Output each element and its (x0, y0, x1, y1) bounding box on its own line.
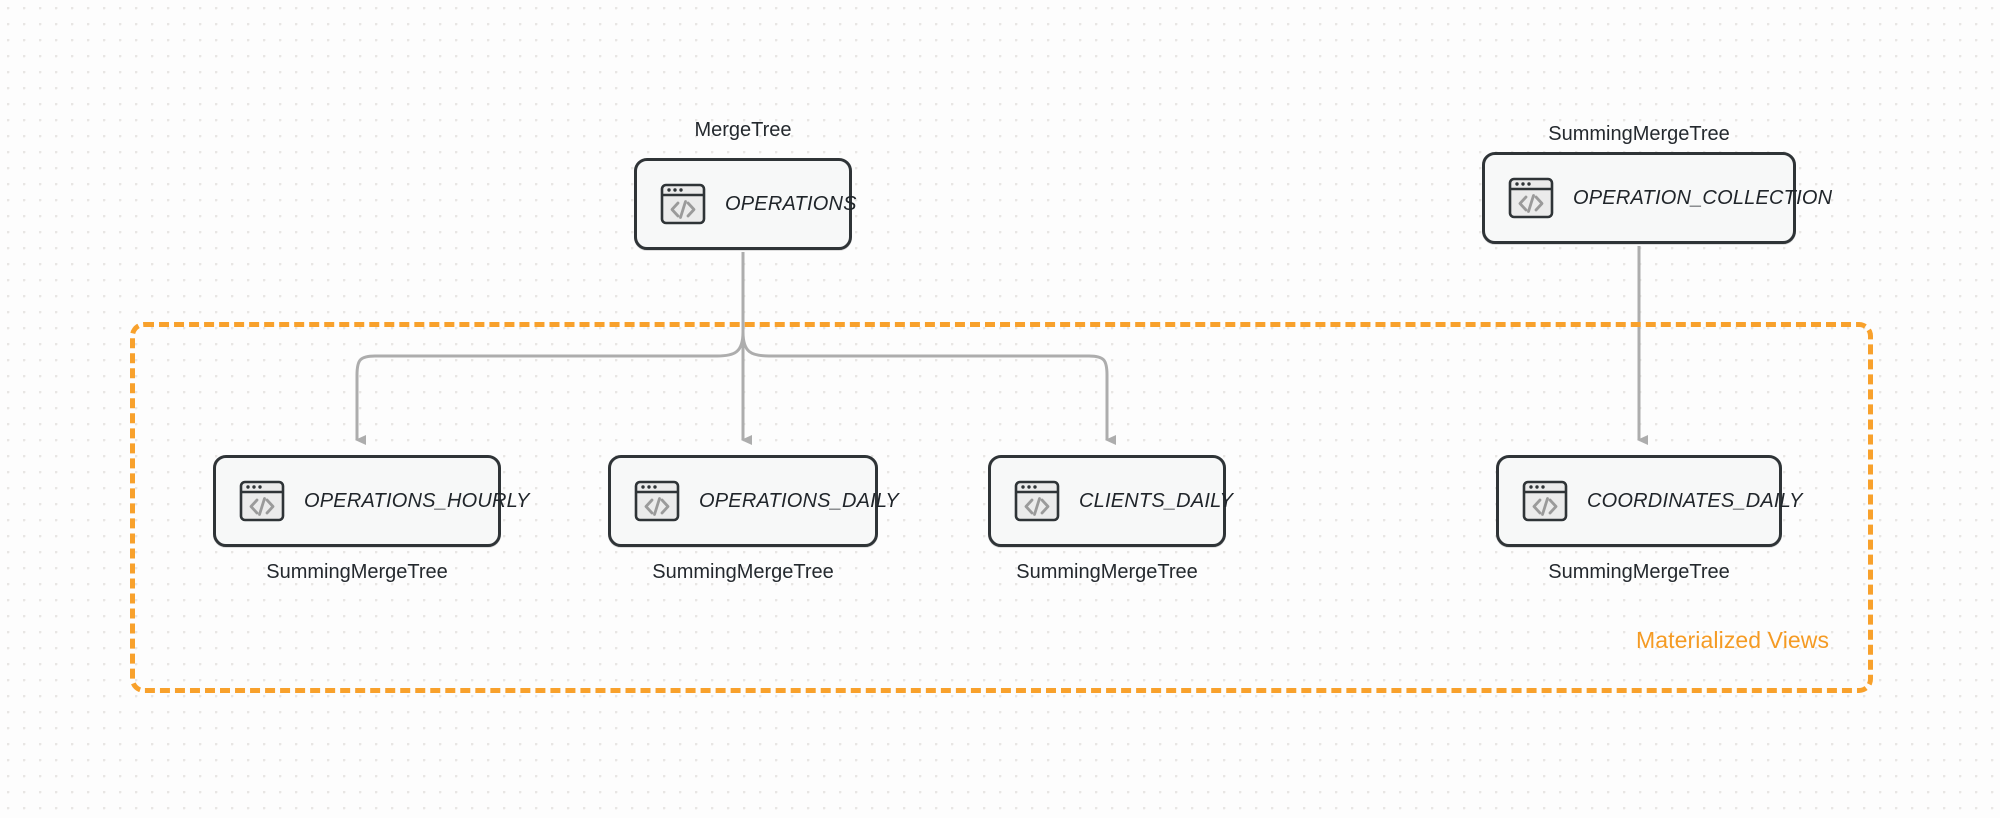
node-label: COORDINATES_DAILY (1587, 489, 1803, 512)
node-label: OPERATIONS_HOURLY (304, 489, 530, 512)
code-window-icon (660, 183, 706, 225)
engine-caption-operations-daily: SummingMergeTree (652, 561, 834, 583)
node-label: OPERATIONS (725, 192, 857, 215)
code-window-icon (1522, 480, 1568, 522)
engine-caption-clients-daily: SummingMergeTree (1016, 561, 1198, 583)
materialized-views-group (130, 322, 1873, 693)
node-operations-daily[interactable]: OPERATIONS_DAILY (608, 455, 899, 547)
node-coordinates-daily[interactable]: COORDINATES_DAILY (1496, 455, 1802, 547)
materialized-views-group-label: Materialized Views (1636, 627, 1830, 653)
node-operations-hourly[interactable]: OPERATIONS_HOURLY (213, 455, 529, 547)
engine-caption-operations: MergeTree (694, 119, 792, 141)
engine-caption-operations-hourly: SummingMergeTree (266, 561, 448, 583)
node-label: OPERATION_COLLECTION (1573, 186, 1833, 209)
code-window-icon (239, 480, 285, 522)
node-operation-collection[interactable]: OPERATION_COLLECTION (1482, 152, 1832, 244)
engine-caption-operation-collection: SummingMergeTree (1548, 123, 1730, 145)
engine-caption-coordinates-daily: SummingMergeTree (1548, 561, 1730, 583)
node-label: CLIENTS_DAILY (1079, 489, 1234, 512)
code-window-icon (1508, 177, 1554, 219)
node-clients-daily[interactable]: CLIENTS_DAILY (988, 455, 1233, 547)
code-window-icon (1014, 480, 1060, 522)
node-operations[interactable]: OPERATIONS (634, 158, 856, 250)
code-window-icon (634, 480, 680, 522)
node-label: OPERATIONS_DAILY (699, 489, 899, 512)
